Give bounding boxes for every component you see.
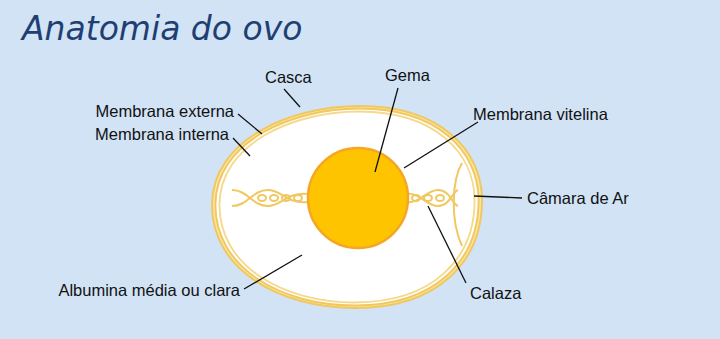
part-label: Casca	[265, 68, 312, 87]
leader-line	[233, 138, 250, 156]
diagram-title: Anatomia do ovo	[22, 10, 302, 48]
leader-line	[375, 88, 398, 172]
leader-line	[474, 196, 522, 198]
part-label: Membrana interna	[95, 125, 229, 144]
part-label: Calaza	[470, 284, 521, 303]
leader-line	[238, 114, 262, 134]
part-label: Câmara de Ar	[527, 189, 629, 208]
part-label: Membrana externa	[96, 102, 235, 121]
leader-line	[404, 122, 478, 168]
chalaza-left	[232, 190, 308, 206]
egg-shell	[212, 106, 482, 308]
chalaza-right	[406, 190, 458, 206]
leader-line	[428, 206, 466, 283]
yolk	[308, 148, 408, 248]
part-label: Albumina média ou clara	[58, 281, 240, 300]
part-label: Gema	[385, 66, 430, 85]
part-label: Membrana vitelina	[473, 105, 608, 124]
leader-line	[244, 255, 302, 289]
leader-line	[284, 89, 300, 107]
